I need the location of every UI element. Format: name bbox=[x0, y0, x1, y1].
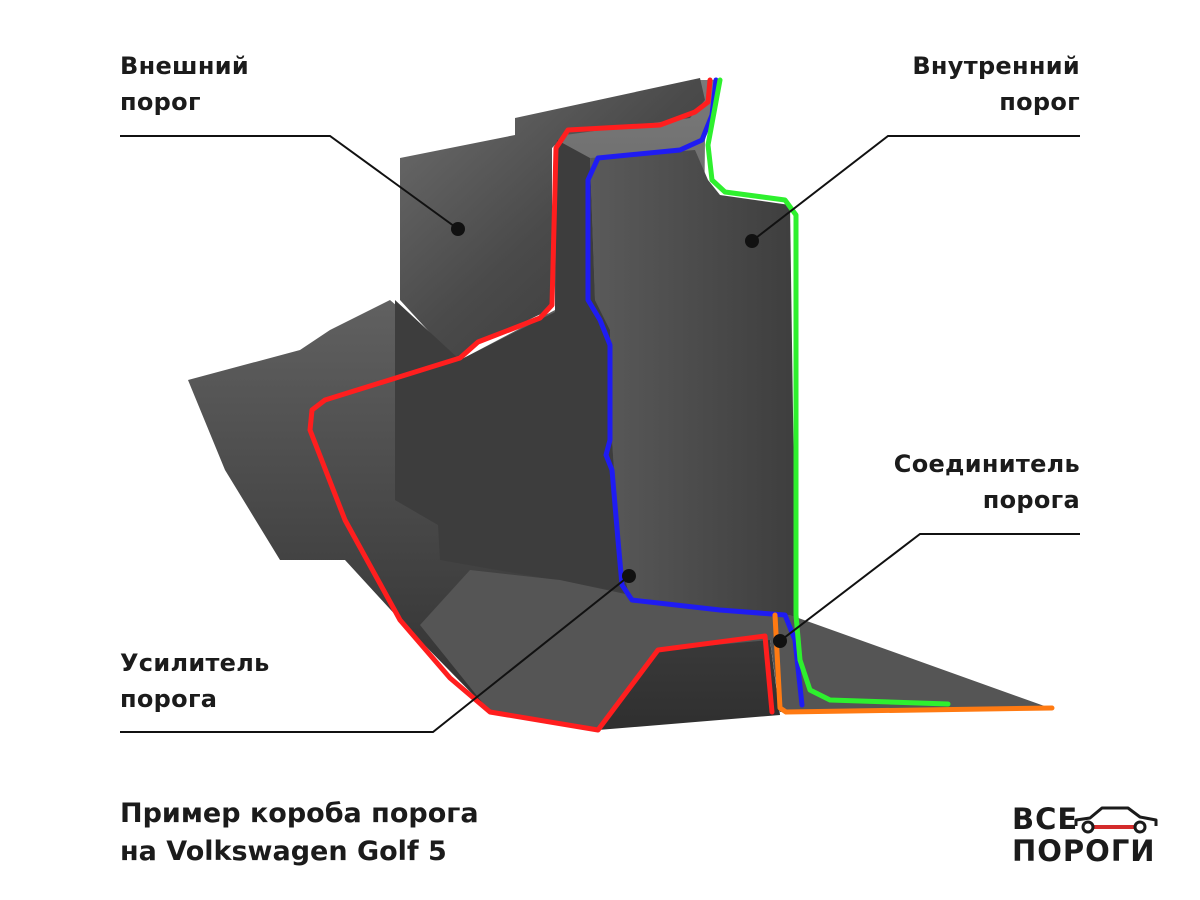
inner-sill-panel bbox=[590, 150, 796, 620]
connector-profile-line bbox=[772, 612, 1055, 715]
reinforcement-panel bbox=[395, 140, 700, 605]
bottom-flange bbox=[420, 570, 1050, 728]
dot-inner-sill bbox=[745, 234, 759, 248]
reinforcement-profile-line bbox=[585, 77, 805, 708]
leader-inner-sill bbox=[751, 135, 1080, 242]
caption: Пример короба порога на Volkswagen Golf … bbox=[120, 795, 479, 871]
caption-line-1: Пример короба порога bbox=[120, 798, 479, 829]
label-connector: Соединитель порога bbox=[893, 450, 1080, 514]
leader-dots bbox=[451, 222, 787, 648]
logo-text-bottom: ПОРОГИ bbox=[1012, 834, 1156, 868]
logo-text-top: ВСЕ bbox=[1012, 802, 1079, 836]
dot-reinforcement bbox=[622, 569, 636, 583]
dot-outer-sill bbox=[451, 222, 465, 236]
inner-sill-profile-line bbox=[705, 77, 951, 707]
brand-logo: ВСЕ ПОРОГИ bbox=[1012, 800, 1162, 870]
leader-connector bbox=[779, 533, 1080, 642]
label-outer-sill: Внешний порог bbox=[120, 52, 249, 116]
car-icon bbox=[1074, 806, 1158, 834]
label-reinforcement: Усилитель порога bbox=[120, 649, 270, 713]
leader-lines bbox=[120, 135, 1080, 733]
label-inner-sill: Внутренний порог bbox=[912, 52, 1080, 116]
outer-sill-panel bbox=[400, 78, 705, 360]
leader-outer-sill bbox=[120, 135, 459, 230]
caption-line-2: на Volkswagen Golf 5 bbox=[120, 836, 447, 867]
leader-reinforcement bbox=[120, 575, 630, 733]
outer-sill-profile-line bbox=[307, 77, 775, 733]
sill-box-body bbox=[188, 78, 1050, 730]
dot-connector bbox=[773, 634, 787, 648]
